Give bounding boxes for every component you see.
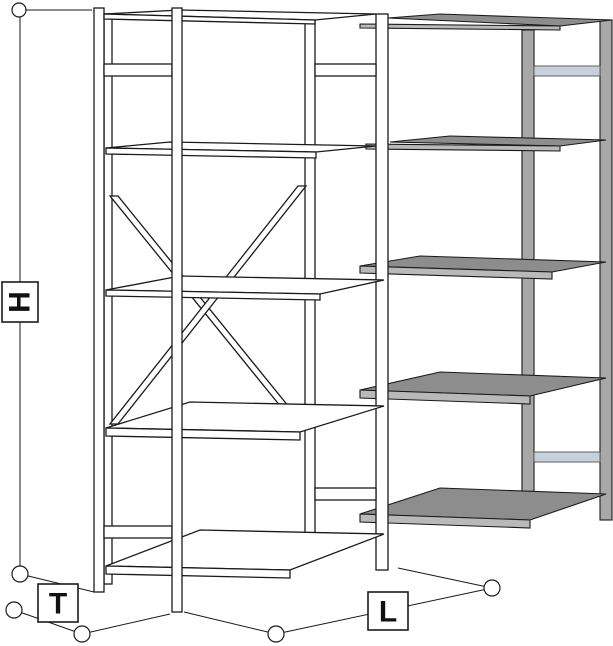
cross-bracing	[108, 185, 308, 429]
front-right-post	[375, 13, 389, 571]
add-on-shelf-unit	[359, 13, 613, 529]
dimension-node-depth-corner	[73, 625, 91, 643]
side-rail-left-bottom	[103, 525, 173, 539]
length-label: L	[367, 591, 409, 631]
side-rail-right-bottom	[314, 487, 377, 501]
front-center-post	[171, 7, 183, 613]
side-rail-left-top	[103, 63, 173, 77]
basic-shelf-1	[103, 9, 377, 25]
basic-shelf-4	[105, 401, 385, 441]
add-on-front-post	[599, 19, 613, 521]
rear-left-post	[103, 13, 113, 585]
front-left-post	[93, 7, 105, 593]
height-label: H	[1, 281, 39, 323]
dimension-node-depth-left	[5, 601, 23, 619]
add-on-side-rail-bottom	[533, 451, 601, 463]
dimension-node-length-right	[483, 579, 501, 597]
basic-shelf-3	[105, 275, 385, 301]
side-rail-right-top	[314, 63, 377, 77]
add-on-side-rail-top	[533, 65, 601, 77]
add-on-shelf-5	[359, 487, 607, 529]
dimension-node-length-corner	[267, 625, 285, 643]
basic-shelf-unit	[93, 7, 389, 613]
depth-label: T	[37, 583, 79, 623]
dimension-node-top	[11, 2, 27, 18]
basic-shelf-2	[105, 141, 377, 159]
add-on-shelf-1	[359, 13, 613, 31]
add-on-shelf-2	[365, 135, 607, 152]
length-label-text: L	[379, 596, 397, 629]
depth-label-text: T	[49, 588, 67, 621]
dimension-nodes	[5, 2, 501, 643]
dimension-node-height-bottom	[11, 565, 29, 583]
height-label-text: H	[4, 291, 37, 313]
add-on-shelf-3	[359, 255, 607, 280]
add-on-shelf-4	[359, 371, 607, 405]
